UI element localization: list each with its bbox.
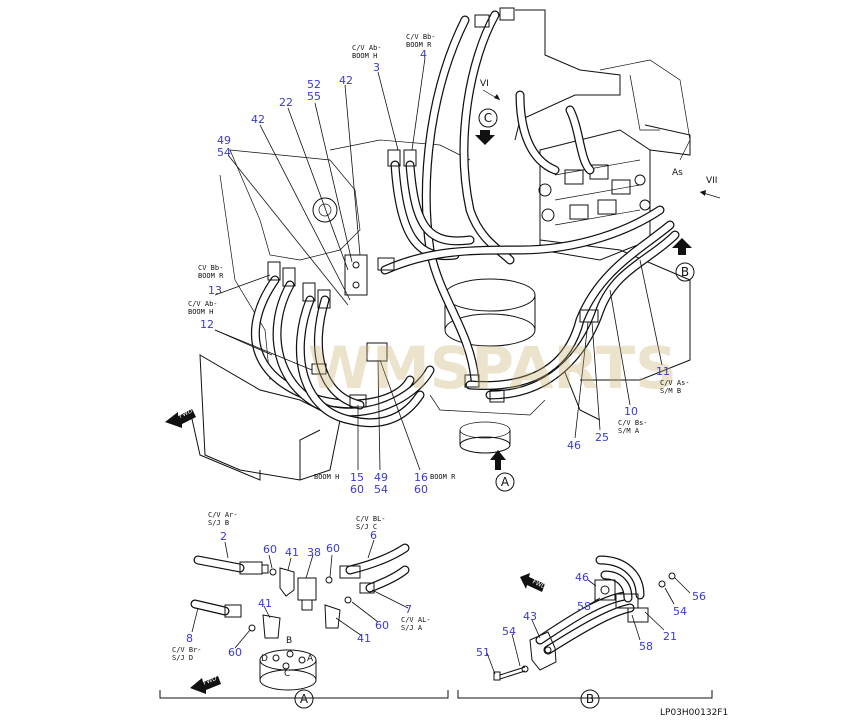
part-58: 58 [639, 640, 653, 653]
part-10: 10 [624, 405, 638, 418]
part-11: 11 [656, 365, 670, 378]
detail-view-a: B A D C FWD C/V Ar-S/J B C/V BL-S/J C C/… [159, 511, 449, 709]
part-42: 42 [251, 113, 265, 126]
label-cv-bs-sm-a: C/V Bs-S/M A [618, 419, 648, 435]
part-51: 51 [476, 646, 490, 659]
part-46: 46 [567, 439, 581, 452]
caption-view-a: A [300, 692, 309, 706]
svg-text:A: A [501, 475, 510, 489]
svg-text:VI: VI [480, 79, 489, 89]
swivel-port-b: B [286, 636, 292, 646]
part-54: 54 [217, 146, 231, 159]
fwd-arrow-b: FWD [520, 573, 547, 592]
part-46: 46 [575, 571, 589, 584]
part-60: 60 [326, 542, 340, 555]
svg-text:VII: VII [706, 176, 717, 186]
label-boom-h: BOOM H [314, 473, 339, 481]
part-2: 2 [220, 530, 227, 543]
main-fittings [267, 7, 599, 408]
bracket-b [457, 690, 713, 699]
label-cv-br-sj-d: C/V Br-S/J D [172, 646, 202, 662]
view-arrow-vi: VI [480, 79, 501, 101]
fwd-arrow-main: FWD [165, 407, 196, 428]
label-cv-bl-sj-c: C/V BL-S/J C [356, 515, 386, 531]
part-41: 41 [285, 546, 299, 559]
label-cv-bb-boom-r-left: CV Bb-BOOM R [198, 264, 224, 280]
part-56: 56 [692, 590, 706, 603]
part-7: 7 [405, 603, 412, 616]
view-arrow-b: B [672, 238, 695, 282]
view-arrow-c: C [475, 108, 498, 145]
drawing-code: LP03H00132F1 [660, 708, 728, 718]
part-49: 49 [374, 471, 388, 484]
label-cv-al-sj-a: C/V AL-S/J A [401, 616, 431, 632]
part-52: 52 [307, 78, 321, 91]
swivel-port-a: A [307, 654, 314, 664]
part-54: 54 [502, 625, 516, 638]
label-cv-ar-sj-b: C/V Ar-S/J B [208, 511, 238, 527]
part-12: 12 [200, 318, 214, 331]
part-49: 49 [217, 134, 231, 147]
label-cv-as-sm-b: C/V As-S/M B [660, 379, 690, 395]
part-54: 54 [673, 605, 687, 618]
fwd-arrow-a: FWD [190, 675, 221, 694]
part-41: 41 [357, 632, 371, 645]
part-13: 13 [208, 284, 222, 297]
part-60: 60 [375, 619, 389, 632]
label-cv-bb-boom-r-top: C/V Bb-BOOM R [406, 33, 436, 49]
part-25: 25 [595, 431, 609, 444]
part-43: 43 [523, 610, 537, 623]
watermark: WMSPARTS [308, 334, 677, 402]
part-38: 38 [307, 546, 321, 559]
part-60: 60 [414, 483, 428, 496]
label-cv-ab-boom-h-top: C/V Ab-BOOM H [352, 44, 382, 60]
view-arrow-vii: VII As [672, 168, 721, 199]
part-41: 41 [258, 597, 272, 610]
svg-text:FWD: FWD [202, 675, 218, 687]
detail-view-b: FWD 46 58 54 56 43 54 21 58 51 B [457, 555, 713, 709]
part-54: 54 [374, 483, 388, 496]
svg-text:C: C [484, 111, 492, 125]
swivel-port-c: C [284, 669, 290, 679]
part-4: 4 [420, 48, 427, 61]
part-3: 3 [373, 61, 380, 74]
part-60: 60 [263, 543, 277, 556]
part-60: 60 [350, 483, 364, 496]
swivel-port-d: D [261, 654, 268, 664]
label-boom-r: BOOM R [430, 473, 456, 481]
part-55: 55 [307, 90, 321, 103]
part-15: 15 [350, 471, 364, 484]
bracket-a [159, 690, 449, 699]
part-16: 16 [414, 471, 428, 484]
main-assembly-view: A B C VI VII As FWD [165, 7, 721, 496]
main-hoses [250, 10, 680, 428]
leader-lines [214, 57, 663, 471]
part-6: 6 [370, 529, 377, 542]
part-21: 21 [663, 630, 677, 643]
svg-text:As: As [672, 168, 683, 178]
view-arrow-a: A [490, 450, 515, 492]
part-8: 8 [186, 632, 193, 645]
caption-view-b: B [586, 692, 594, 706]
part-60: 60 [228, 646, 242, 659]
svg-text:B: B [681, 265, 689, 279]
part-42: 42 [339, 74, 353, 87]
label-cv-ab-boom-h-left: C/V Ab-BOOM H [188, 300, 218, 316]
part-22: 22 [279, 96, 293, 109]
part-58: 58 [577, 600, 591, 613]
